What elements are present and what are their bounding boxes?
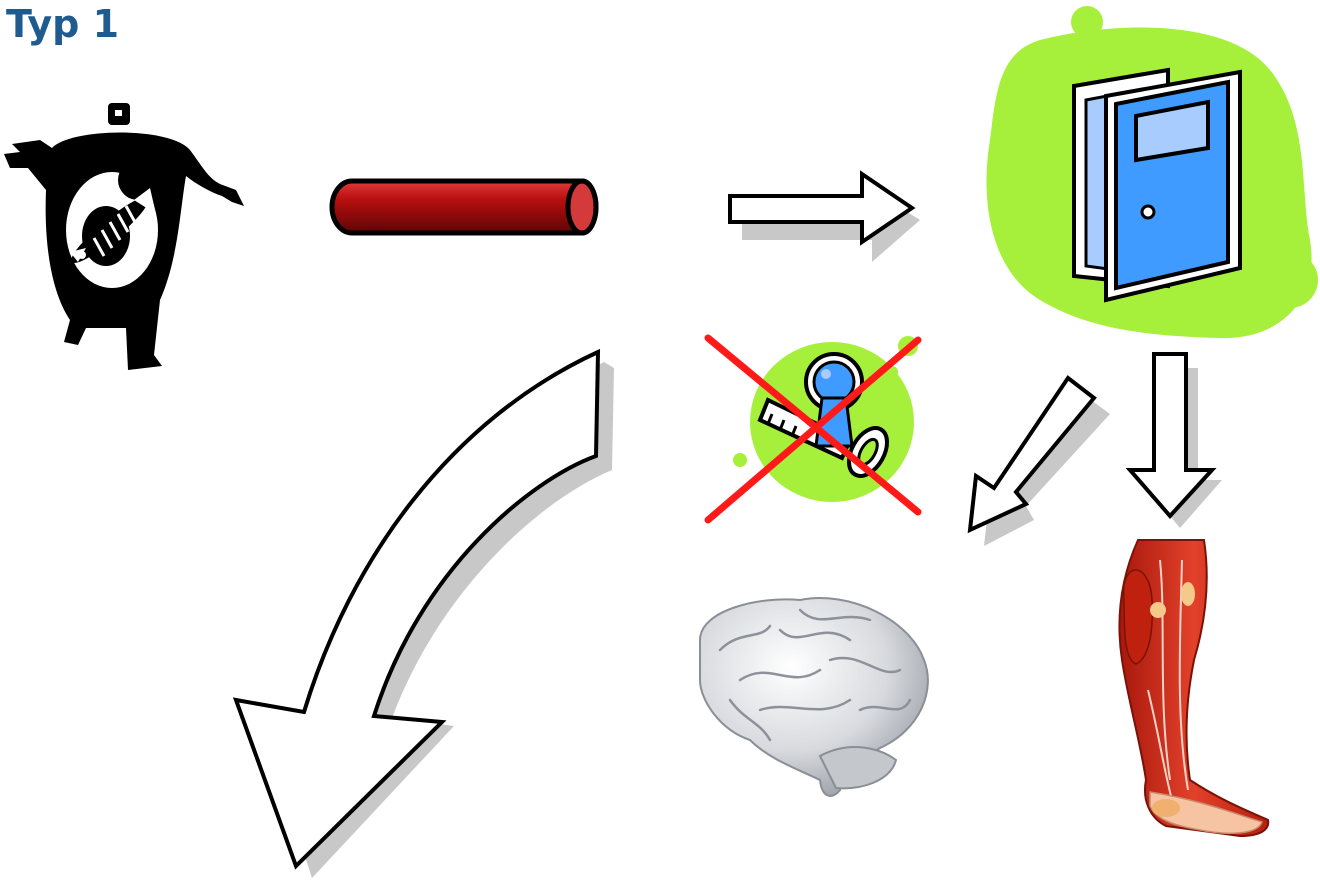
diagonal-arrow-icon [970,378,1110,546]
curved-arrow-icon [236,352,614,878]
right-arrow-icon [730,174,920,262]
leg-muscles-icon [1119,540,1268,836]
black-creature-with-fish-skeleton-icon [4,103,244,370]
red-tube-vessel-icon [332,181,596,233]
down-arrow-icon [1130,354,1222,528]
brain-icon [700,598,928,796]
open-door-icon [987,6,1318,338]
